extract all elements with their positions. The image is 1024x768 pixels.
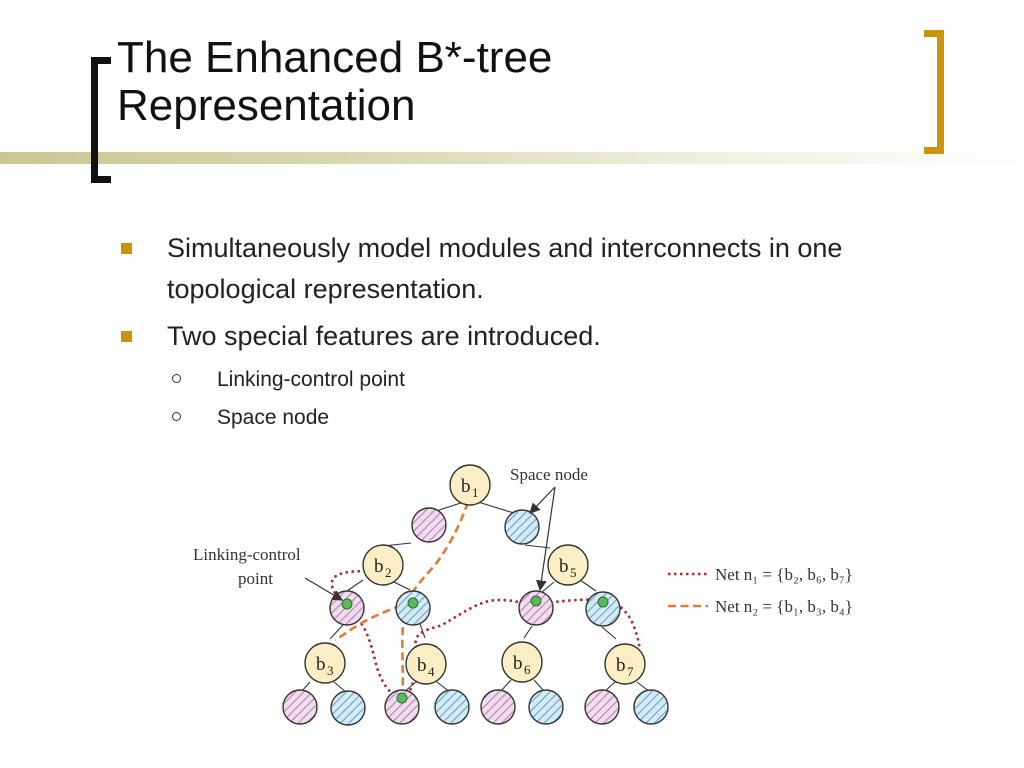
space-node [528,689,564,725]
space-node [480,689,516,725]
tree-node-b2: b 2 [362,544,404,586]
linking-control-point [407,597,419,609]
space-node [585,591,621,627]
sub-bullet-item: Linking-control point [117,363,977,397]
slide-title: The Enhanced B*-tree Representation [117,34,907,130]
space-node-arrow [536,486,556,592]
space-node [330,690,366,726]
node-subscript: 4 [428,664,435,679]
slide-title-line1: The Enhanced B*-tree [117,33,553,82]
node-subscript: 6 [524,662,531,677]
node-letter: b [559,556,569,577]
lcp-annotation-line2: point [238,569,273,588]
space-node-arrow [529,486,556,514]
lcp-annotation-line1: Linking-control [193,545,301,564]
space-node [384,689,420,725]
bullet-item: Simultaneously model modules and interco… [117,228,977,310]
node-subscript: 1 [472,485,479,500]
hatched-nodes [282,507,669,726]
node-subscript: 3 [327,663,334,678]
space-node [633,689,669,725]
right-bracket-decoration [924,30,944,154]
node-letter: b [616,655,626,676]
b-star-tree-diagram: b 1 b 2 b 5 b 3 b 4 b 6 b 7 Space node [193,464,853,726]
space-node [504,509,540,545]
sub-bullet-text: Linking-control point [217,368,405,391]
tree-node-b1: b 1 [449,464,491,506]
node-subscript: 2 [385,565,392,580]
legend-label-n2: Net n₂ = {b₁, b₃, b₄} [715,597,853,616]
node-letter: b [374,556,384,577]
linking-control-point [530,595,542,607]
tree-node-b4: b 4 [405,643,447,685]
space-node [434,689,470,725]
bullet-item: Two special features are introduced. [117,316,977,357]
bullet-list: Simultaneously model modules and interco… [117,228,977,435]
square-bullet-icon [121,243,132,254]
square-bullet-icon [121,331,132,342]
sub-bullet-item: Space node [117,401,977,435]
diagram-legend: Net n₁ = {b₂, b₆, b₇} Net n₂ = {b₁, b₃, … [668,565,853,616]
bullet-text: Simultaneously model modules and interco… [167,233,843,304]
tree-edges [300,499,651,693]
linking-control-points [341,595,609,704]
node-letter: b [316,654,326,675]
space-node [411,507,447,543]
space-node [282,689,318,725]
title-band [0,152,1024,164]
slide-title-line2: Representation [117,81,416,130]
tree-node-b5: b 5 [547,544,589,586]
linking-control-point [341,598,353,610]
lcp-arrow [304,577,344,601]
circle-bullet-icon [172,374,181,383]
bullet-text: Two special features are introduced. [167,321,601,351]
left-bracket-decoration [91,57,111,183]
legend-label-n1: Net n₁ = {b₂, b₆, b₇} [715,565,853,584]
node-letter: b [461,476,471,497]
node-subscript: 5 [570,565,577,580]
tree-node-b7: b 7 [604,643,646,685]
linking-control-point [396,692,408,704]
node-subscript: 7 [627,664,634,679]
tree-node-b6: b 6 [501,641,543,683]
node-letter: b [417,655,427,676]
circle-bullet-icon [172,412,181,421]
space-node [518,590,554,626]
node-letter: b [513,653,523,674]
tree-node-b3: b 3 [304,642,346,684]
space-node-annotation: Space node [510,465,588,484]
space-node [584,689,620,725]
sub-bullet-text: Space node [217,406,330,429]
net-n1-path [330,569,642,702]
linking-control-point [597,596,609,608]
